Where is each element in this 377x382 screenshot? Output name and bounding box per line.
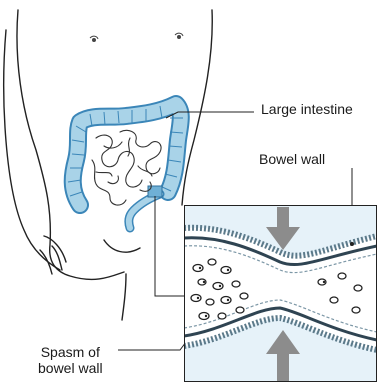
label-large-intestine: Large intestine — [261, 101, 353, 117]
leader-spasm — [118, 334, 192, 350]
label-spasm-line2: bowel wall — [38, 360, 103, 376]
groin-line — [104, 240, 140, 252]
bowel-inset — [184, 205, 377, 382]
label-spasm-line1: Spasm of — [38, 344, 103, 360]
left-leg-outline — [122, 274, 126, 320]
left-hand — [40, 236, 66, 274]
large-intestine — [68, 104, 183, 228]
inset-source-marker — [148, 186, 162, 197]
label-bowel-wall: Bowel wall — [259, 151, 325, 167]
leader-inset-connector — [155, 196, 186, 296]
left-arm-outline — [4, 30, 60, 270]
label-spasm-of-bowel-wall: Spasm of bowel wall — [38, 344, 103, 376]
nipples — [90, 33, 183, 41]
